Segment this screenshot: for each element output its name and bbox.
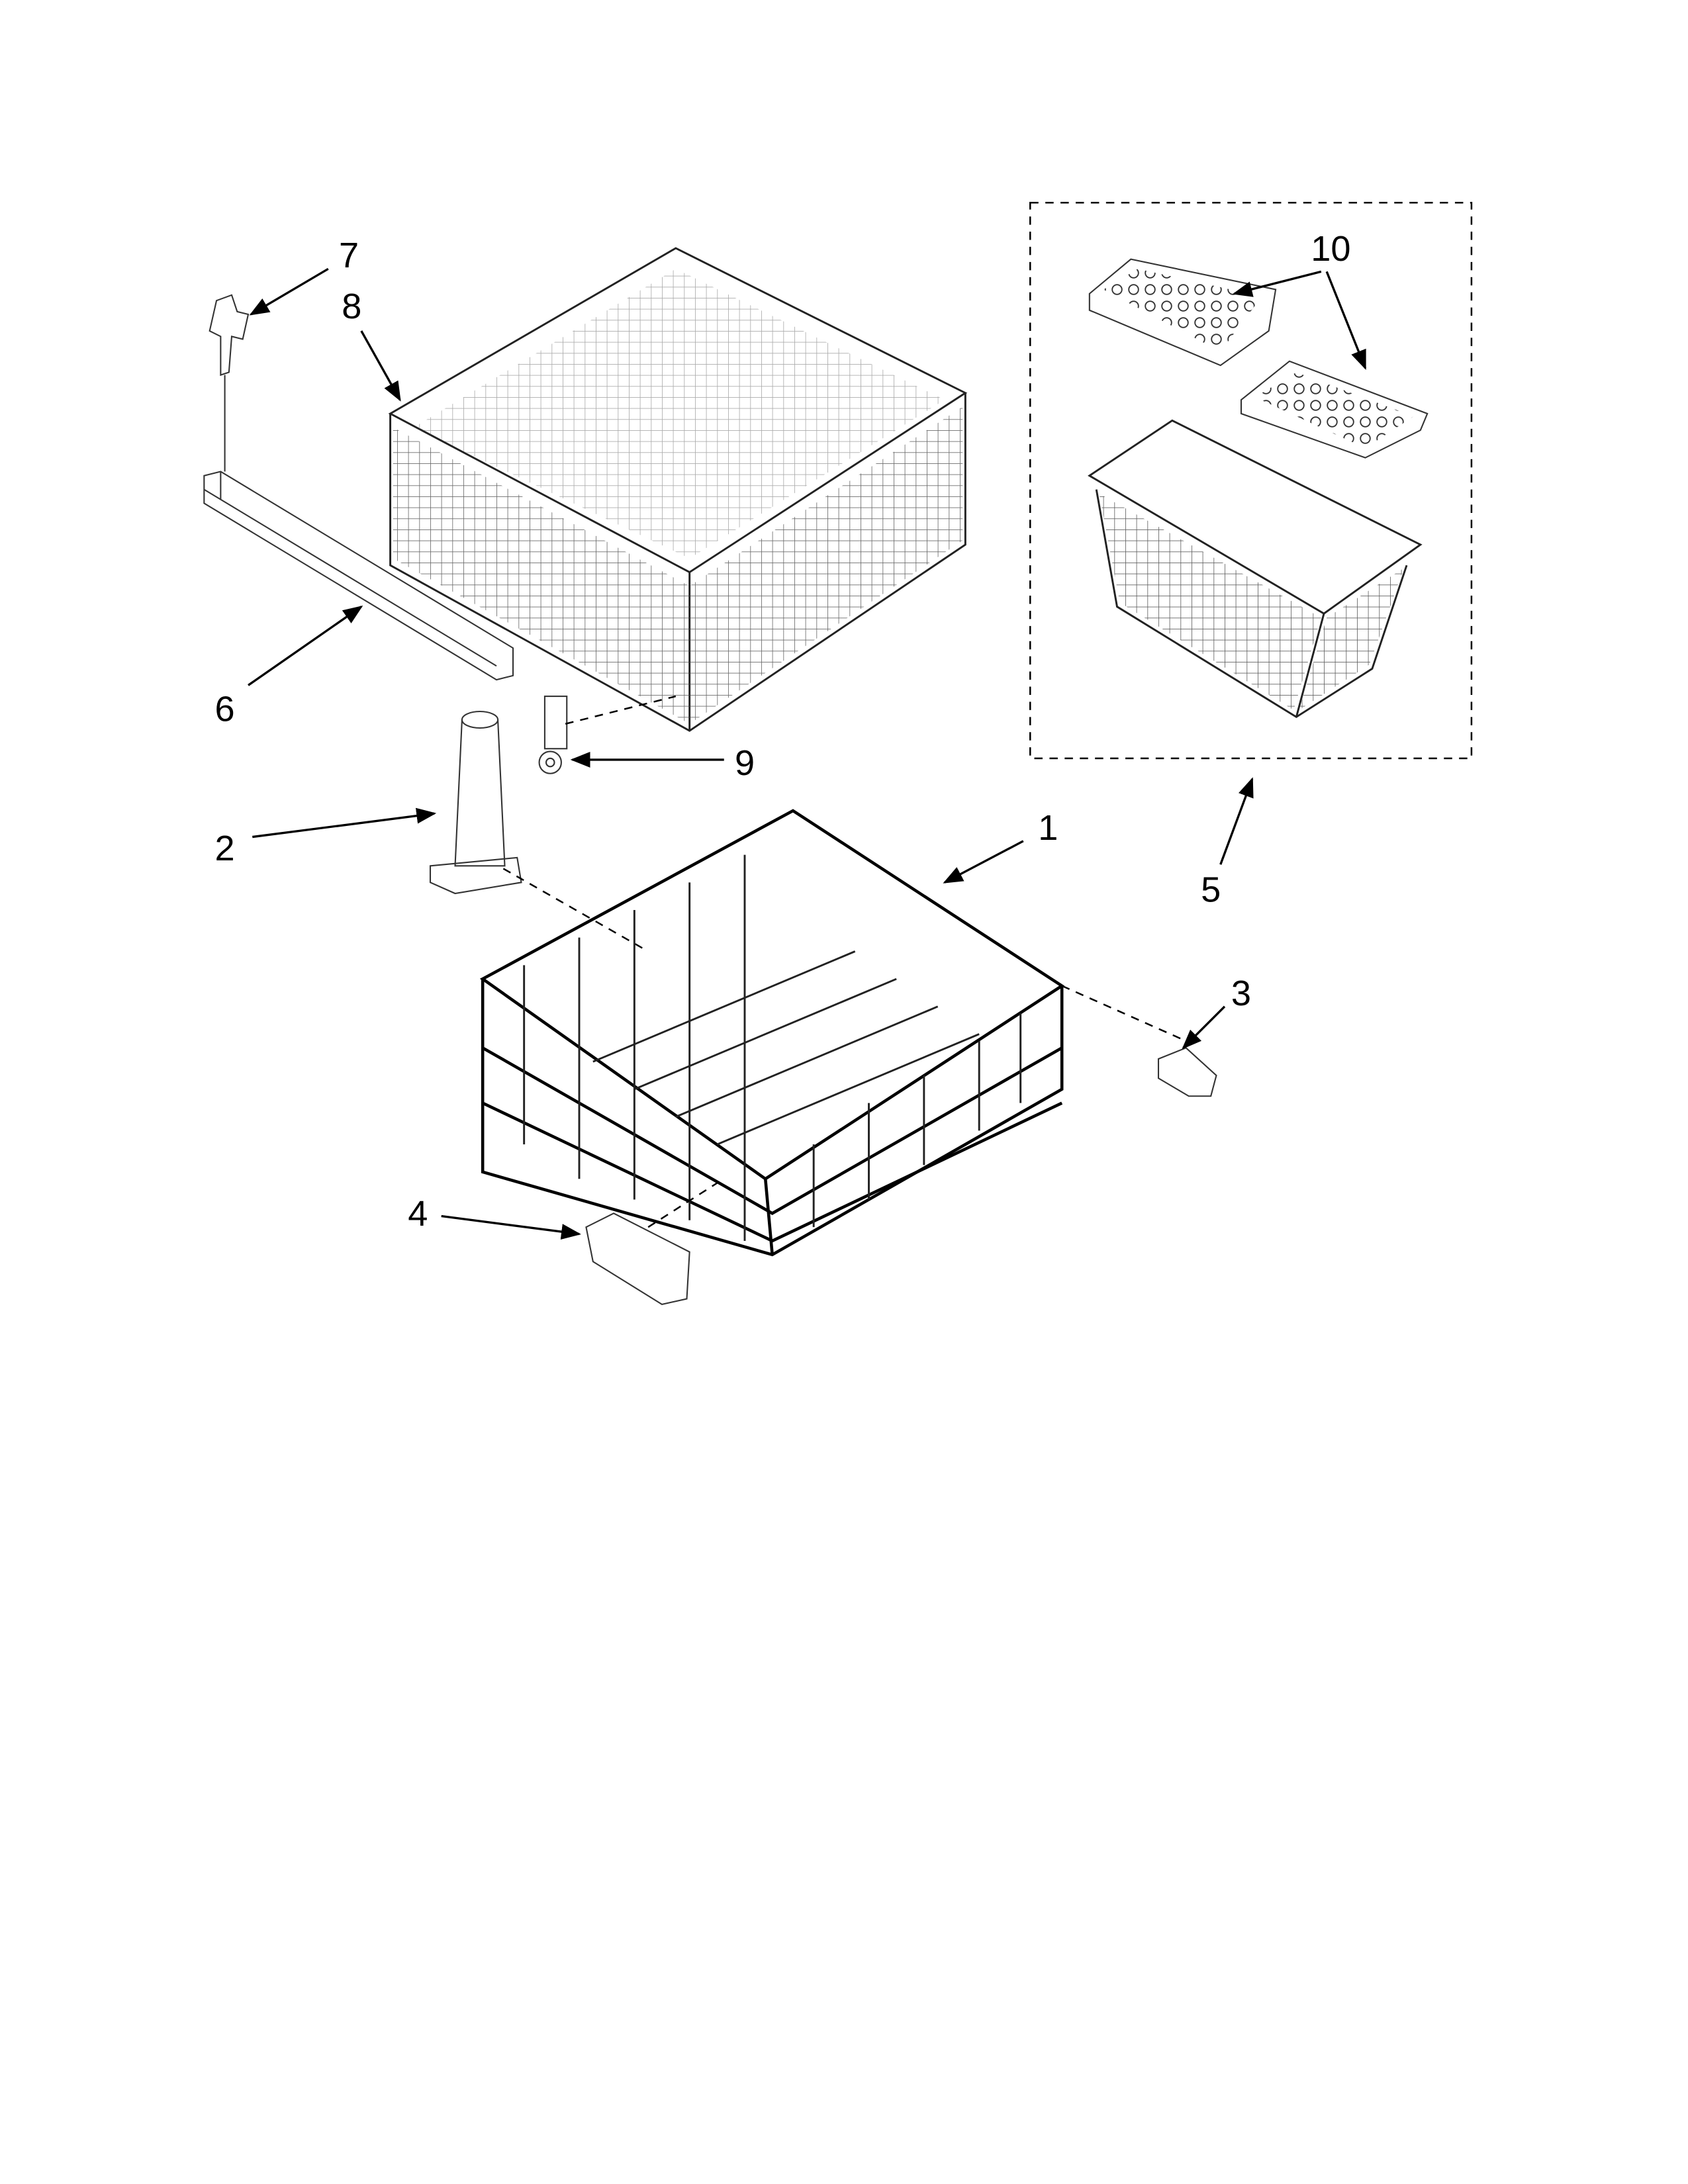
part-4-front-stop[interactable]	[585, 1182, 718, 1305]
part-3-rear-stop[interactable]	[1157, 1047, 1217, 1097]
part-5-basket-assembly[interactable]	[1029, 202, 1473, 760]
callout-3: 3	[1231, 974, 1251, 1013]
callout-9: 9	[735, 743, 755, 783]
part-8-upper-rack[interactable]	[388, 247, 968, 732]
callout-2: 2	[215, 829, 235, 868]
leader-lines	[248, 267, 1367, 1240]
part-1-lower-rack[interactable]	[479, 809, 1187, 1257]
callout-8: 8	[342, 287, 361, 326]
part-9-rack-wheel[interactable]	[538, 695, 677, 774]
basket	[1088, 419, 1423, 719]
part-6-rail[interactable]	[203, 471, 514, 681]
callout-7: 7	[339, 236, 359, 275]
callout-5: 5	[1201, 870, 1221, 910]
part-10-basket-lid-b[interactable]	[1240, 360, 1429, 459]
part-7-rail-clip[interactable]	[209, 294, 250, 472]
callout-1: 1	[1038, 808, 1058, 848]
part-2-tower[interactable]	[429, 710, 649, 952]
callout-10: 10	[1311, 229, 1350, 269]
callout-6: 6	[215, 690, 235, 729]
callout-4: 4	[408, 1194, 428, 1234]
part-10-basket-lid-a[interactable]	[1088, 258, 1277, 367]
